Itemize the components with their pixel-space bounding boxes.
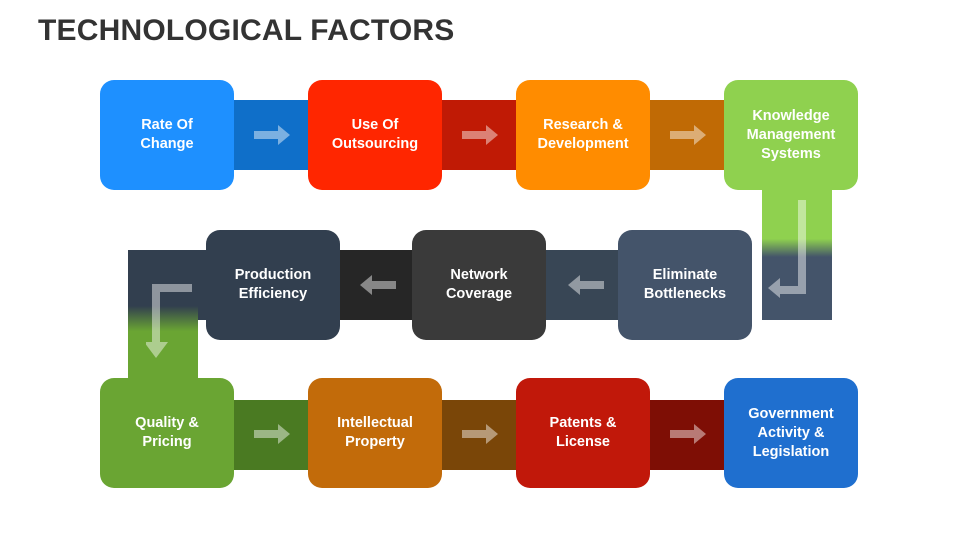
arrow-elbow-down-left-icon xyxy=(768,200,806,298)
step-government-activity-legislation: Government Activity & Legislation xyxy=(724,378,858,488)
step-label: Production Efficiency xyxy=(234,267,312,302)
connector-left-vertical xyxy=(128,250,198,390)
step-label: Knowledge Management Systems xyxy=(746,107,836,162)
step-label: Intellectual Property xyxy=(337,415,413,450)
step-label: Rate Of Change xyxy=(140,117,194,152)
step-label: Research & Development xyxy=(537,117,629,152)
step-patents-license: Patents & License xyxy=(516,378,650,488)
connector-6 xyxy=(228,400,318,470)
connector-4 xyxy=(540,250,630,320)
step-intellectual-property: Intellectual Property xyxy=(308,378,442,488)
arrow-elbow-left-down-icon xyxy=(146,284,192,358)
step-label: Patents & License xyxy=(549,415,617,450)
step-label: Government Activity & Legislation xyxy=(748,405,834,460)
step-network-coverage: Network Coverage xyxy=(412,230,546,340)
connector-5 xyxy=(332,250,422,320)
arrow-right-icon xyxy=(670,424,706,444)
step-label: Network Coverage xyxy=(445,267,513,302)
arrow-left-icon xyxy=(360,275,396,295)
arrow-right-icon xyxy=(462,125,498,145)
step-label: Use Of Outsourcing xyxy=(331,117,419,152)
arrow-right-icon xyxy=(462,424,498,444)
arrow-right-icon xyxy=(254,125,290,145)
arrow-left-icon xyxy=(568,275,604,295)
step-research-development: Research & Development xyxy=(516,80,650,190)
step-knowledge-management-systems: Knowledge Management Systems xyxy=(724,80,858,190)
step-label: Eliminate Bottlenecks xyxy=(643,267,727,302)
connector-2 xyxy=(436,100,526,170)
arrow-right-icon xyxy=(254,424,290,444)
step-quality-pricing: Quality & Pricing xyxy=(100,378,234,488)
step-rate-of-change: Rate Of Change xyxy=(100,80,234,190)
step-production-efficiency: Production Efficiency xyxy=(206,230,340,340)
connector-right-vertical xyxy=(762,180,832,320)
step-use-of-outsourcing: Use Of Outsourcing xyxy=(308,80,442,190)
arrow-right-icon xyxy=(670,125,706,145)
connector-1 xyxy=(228,100,318,170)
step-eliminate-bottlenecks: Eliminate Bottlenecks xyxy=(618,230,752,340)
connector-3 xyxy=(644,100,734,170)
page-title: TECHNOLOGICAL FACTORS xyxy=(38,14,455,47)
connector-7 xyxy=(436,400,526,470)
connector-8 xyxy=(644,400,734,470)
step-label: Quality & Pricing xyxy=(135,415,199,450)
